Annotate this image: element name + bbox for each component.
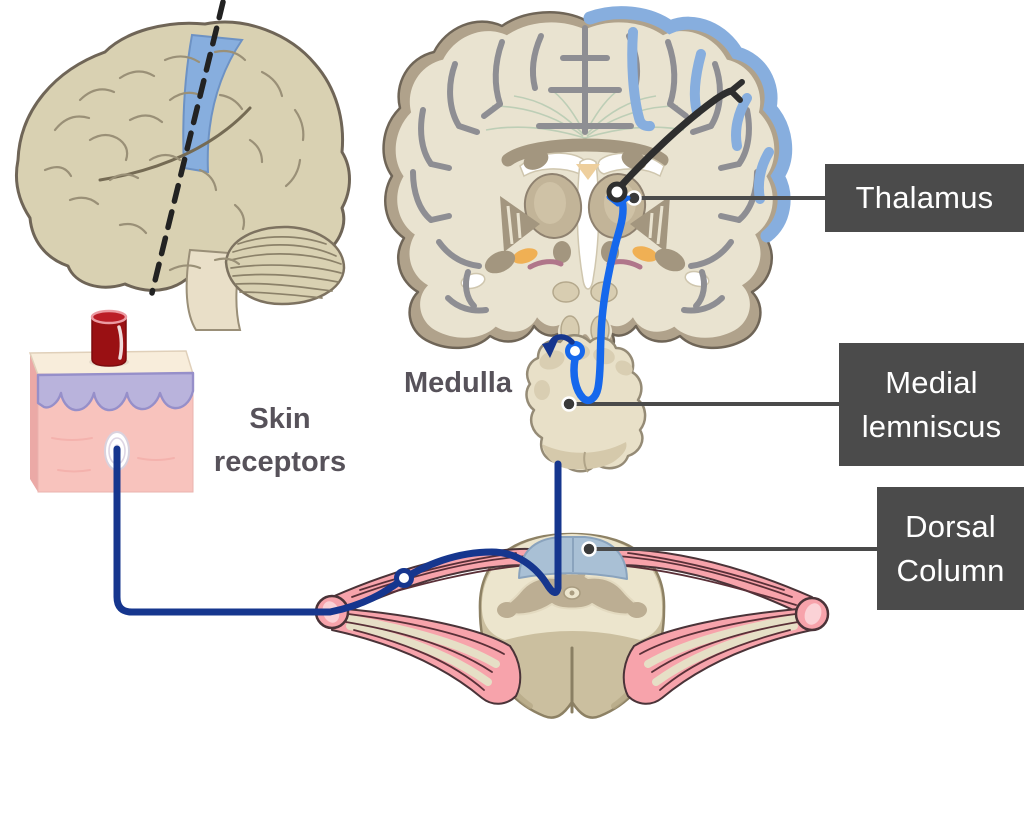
leader-dot-medial-lemniscus: [561, 396, 577, 412]
central-canal-core: [569, 590, 575, 596]
spinal-cord-cross-section: [314, 532, 830, 719]
lateral-brain: [15, 0, 351, 331]
postcentral-gyrus-highlight: [182, 33, 244, 174]
skin-left-face: [30, 353, 38, 492]
spinal-nerve-left: [314, 547, 555, 705]
callout-dorsal-column: Dorsal Column: [877, 487, 1024, 610]
callout-dorsal-column-line1: Dorsal: [905, 508, 996, 544]
ventral-root-left-fascicle-gaps: [340, 614, 500, 686]
putamen-left-stripes: [506, 205, 522, 245]
medulla-median-crease: [583, 451, 589, 473]
callout-leaders: [561, 190, 877, 557]
fornix-accent: [576, 164, 600, 180]
first-order-neuron: [113, 445, 562, 616]
leader-dot-dorsal-column: [581, 541, 597, 557]
skin-block: [28, 309, 195, 493]
callout-medial-lemniscus: Medial lemniscus: [839, 343, 1024, 466]
probe-highlight: [117, 325, 124, 360]
coronal-brain-section: [382, 6, 793, 358]
subthalamic-left: [553, 241, 571, 263]
nerve-cut-core-right: [804, 603, 822, 625]
third-order-terminal-fork: [728, 79, 745, 103]
ventral-horn-knob-left: [497, 602, 517, 618]
caudate-left: [523, 150, 549, 170]
ventral-root-right-fascicle-gaps: [644, 614, 804, 686]
decussation-arrowhead: [542, 340, 558, 358]
ventral-root-left-striations: [339, 612, 505, 691]
second-order-neuron: [570, 192, 627, 405]
temporal-taupe-right: [654, 248, 686, 272]
callout-thalamus-text: Thalamus: [855, 180, 994, 215]
dorsal-root-right-striations: [603, 552, 797, 606]
callout-dorsal-column-line2: Column: [896, 552, 1005, 588]
section-plane-dashed-line: [149, 0, 226, 296]
callout-medial-lemniscus-line2: lemniscus: [861, 408, 1002, 444]
ventral-root-right-striations: [639, 612, 805, 691]
stimulus-probe: [91, 316, 127, 367]
epidermis-layer: [36, 371, 195, 412]
amygdala-right-accent: [632, 246, 658, 262]
callout-medial-lemniscus-line1: Medial: [885, 364, 978, 400]
thalamus-synapse-node: [606, 181, 628, 203]
putamen-right-stripes: [648, 205, 664, 245]
ventral-horn-knob-right: [627, 602, 647, 618]
label-medulla-text: Medulla: [404, 367, 512, 399]
stimulus-probe-top: [90, 309, 128, 325]
amygdala-left-accent: [512, 248, 538, 264]
cerebellum-striations: [230, 236, 342, 299]
somatosensory-cortex-highlight: [583, 6, 793, 243]
medulla-synapse-node: [565, 341, 585, 361]
label-skin-line1: Skin: [249, 403, 311, 435]
somatosensory-highlight-sulci: [627, 27, 774, 204]
third-order-neuron: [616, 87, 735, 191]
sensory-pathway: [113, 79, 745, 616]
label-skin-line2: receptors: [213, 446, 347, 478]
gyri-lines: [43, 49, 305, 272]
label-medulla: Medulla: [388, 362, 528, 405]
callout-thalamus: Thalamus: [825, 164, 1024, 232]
dorsal-root-ganglion-node: [394, 568, 414, 588]
hypothalamus-left: [552, 281, 580, 303]
thalamus-left-inner: [534, 182, 566, 224]
temporal-taupe-left: [484, 250, 516, 274]
mauve-accent-left: [527, 259, 564, 270]
label-skin-receptors: Skin receptors: [196, 398, 364, 484]
skin-texture-lines: [51, 437, 175, 473]
